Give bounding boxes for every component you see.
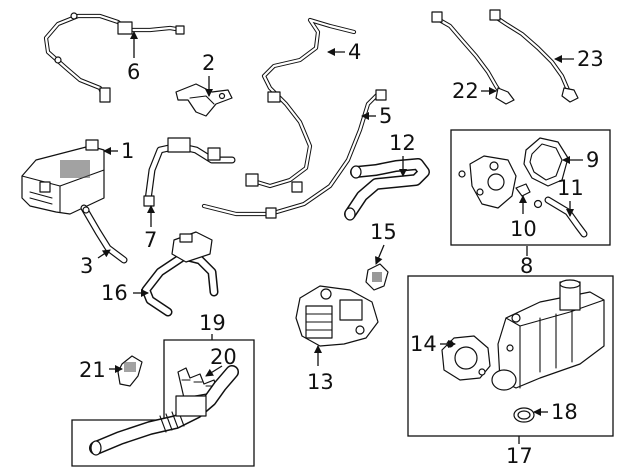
part-21-sensor[interactable] — [117, 355, 143, 387]
part-23-sensor[interactable] — [489, 9, 579, 103]
callout-6: 6 — [127, 60, 140, 84]
part-9-gasket[interactable] — [523, 137, 569, 187]
part-13-actuator[interactable] — [295, 285, 379, 347]
part-17-egr-cooler[interactable] — [491, 279, 605, 391]
callout-4: 4 — [348, 40, 361, 64]
callout-15: 15 — [370, 220, 397, 244]
part-16-hose[interactable] — [141, 231, 219, 317]
callout-19: 19 — [199, 311, 226, 335]
part-18-seal[interactable] — [513, 407, 535, 423]
kit-box-17 — [407, 275, 614, 437]
callout-17: 17 — [506, 444, 533, 468]
callout-13: 13 — [307, 370, 334, 394]
part-15-sensor[interactable] — [365, 263, 389, 291]
callout-21: 21 — [79, 358, 106, 382]
callout-11: 11 — [557, 176, 584, 200]
callout-1: 1 — [121, 139, 134, 163]
callout-14: 14 — [410, 332, 437, 356]
callout-3: 3 — [80, 254, 93, 278]
callout-9: 9 — [586, 148, 599, 172]
callout-5: 5 — [379, 104, 392, 128]
callout-8: 8 — [520, 254, 533, 278]
callout-23: 23 — [577, 47, 604, 71]
part-6-harness[interactable] — [43, 12, 185, 103]
callout-22: 22 — [452, 79, 479, 103]
part-2-bracket[interactable] — [175, 83, 233, 117]
part-4-harness[interactable] — [245, 17, 357, 193]
callout-18: 18 — [551, 400, 578, 424]
part-7-vapor-line[interactable] — [143, 137, 236, 207]
leader-lines — [97, 31, 583, 444]
part-11-pipe[interactable] — [533, 196, 588, 238]
part-19-intake-tube[interactable] — [89, 365, 239, 456]
callout-20: 20 — [210, 345, 237, 369]
part-14-gasket[interactable] — [441, 335, 491, 381]
part-22-sensor[interactable] — [431, 11, 515, 105]
part-12-hose[interactable] — [344, 158, 430, 221]
kit-box-8 — [450, 129, 611, 246]
callout-7: 7 — [144, 228, 157, 252]
part-10-valve[interactable] — [458, 155, 531, 209]
callout-12: 12 — [389, 131, 416, 155]
part-1-canister[interactable] — [21, 139, 105, 215]
callout-10: 10 — [510, 217, 537, 241]
callout-16: 16 — [101, 281, 128, 305]
callout-2: 2 — [202, 51, 215, 75]
part-3-tube[interactable] — [80, 204, 128, 264]
